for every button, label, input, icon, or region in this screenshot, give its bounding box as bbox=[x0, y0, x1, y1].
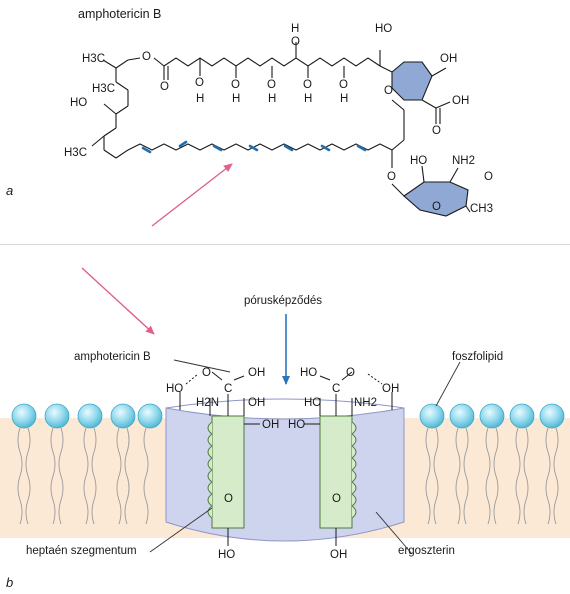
amphotericin-b-label: amphotericin B bbox=[74, 351, 151, 363]
polyene-double-bonds bbox=[141, 140, 367, 154]
oh-2-h: H bbox=[232, 93, 241, 105]
leader-lines bbox=[149, 359, 461, 555]
right-ring-o: O bbox=[332, 493, 341, 505]
carbonyl-o-label: O bbox=[160, 81, 169, 93]
left-ring-o: O bbox=[224, 493, 233, 505]
pink-arrow-top bbox=[151, 163, 233, 227]
panel-label-a: a bbox=[6, 183, 14, 198]
cooh-oh-label: OH bbox=[452, 95, 470, 107]
glycoside-o-label: O bbox=[387, 171, 396, 183]
left-oh-2: OH bbox=[248, 397, 266, 409]
oh-5-h: H bbox=[340, 93, 349, 105]
sugar-ch3-label: CH3 bbox=[470, 203, 494, 215]
structure-a bbox=[91, 42, 405, 197]
sugar-ho-label: HO bbox=[410, 155, 428, 167]
ho-left-label: HO bbox=[70, 97, 88, 109]
top-oh-o: O bbox=[291, 36, 300, 48]
oh-1-h: H bbox=[196, 93, 205, 105]
ring-ho-label: HO bbox=[375, 23, 393, 35]
heptaene-segment-label: heptaén szegmentum bbox=[26, 545, 137, 557]
right-acid-ho: HO bbox=[300, 367, 318, 379]
left-c: C bbox=[224, 383, 233, 395]
sugar-o-label: O bbox=[484, 171, 493, 183]
left-h2n: H2N bbox=[196, 397, 220, 409]
oh-2-o: O bbox=[231, 79, 240, 91]
ester-o-label: O bbox=[142, 51, 151, 63]
mycosamine-sugar bbox=[403, 165, 471, 217]
oh-1-o: O bbox=[195, 77, 204, 89]
ring-oh-label: OH bbox=[440, 53, 458, 65]
panel-label-b: b bbox=[6, 575, 14, 590]
sugar-ring-o-label: O bbox=[432, 201, 441, 213]
right-ergosterol-oh: OH bbox=[382, 383, 400, 395]
amphotericin-molecule-right bbox=[304, 371, 357, 546]
left-carbonyl-o: O bbox=[202, 367, 211, 379]
phospholipid-heads bbox=[11, 403, 565, 429]
sugar-nh2-label: NH2 bbox=[452, 155, 476, 167]
phospholipid-label: foszfolipid bbox=[452, 351, 504, 363]
left-bottom-ho: HO bbox=[218, 549, 236, 561]
pore-formation-label: pórusképződés bbox=[244, 295, 322, 307]
right-ho-2: HO bbox=[304, 397, 322, 409]
pink-arrow-bottom bbox=[81, 267, 155, 335]
right-carbonyl-o: O bbox=[346, 367, 355, 379]
ergosterol-label: ergoszterin bbox=[398, 545, 455, 557]
panel-divider bbox=[0, 244, 570, 245]
oh-4-o: O bbox=[303, 79, 312, 91]
h3c-mid-label: H3C bbox=[92, 83, 116, 95]
pore-channel bbox=[165, 407, 405, 542]
phospholipid-tails bbox=[17, 427, 559, 525]
left-oh-3: OH bbox=[262, 419, 280, 431]
right-bottom-oh: OH bbox=[330, 549, 348, 561]
oh-3-o: O bbox=[267, 79, 276, 91]
hemiketal-ring bbox=[391, 61, 451, 124]
oh-5-o: O bbox=[339, 79, 348, 91]
right-ho-3: HO bbox=[288, 419, 306, 431]
top-oh-h: H bbox=[291, 23, 300, 35]
right-nh2: NH2 bbox=[354, 397, 378, 409]
ring-o-label: O bbox=[384, 85, 393, 97]
right-c: C bbox=[332, 383, 341, 395]
molecule-title: amphotericin B bbox=[78, 7, 162, 21]
ergosterol-stubs bbox=[179, 392, 393, 410]
oh-4-h: H bbox=[304, 93, 313, 105]
left-acid-oh: OH bbox=[248, 367, 266, 379]
left-ergosterol-ho: HO bbox=[166, 383, 184, 395]
h3c-low-label: H3C bbox=[64, 147, 88, 159]
cooh-o-label: O bbox=[432, 125, 441, 137]
h3c-top-label: H3C bbox=[82, 53, 106, 65]
hydrogen-bonds bbox=[185, 373, 383, 385]
oh-3-h: H bbox=[268, 93, 277, 105]
